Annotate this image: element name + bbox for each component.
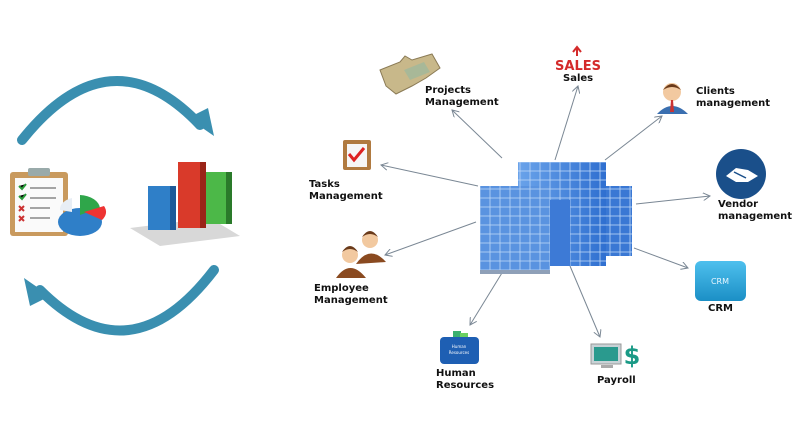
label-line: Tasks <box>309 179 340 190</box>
pie-chart-icon <box>58 195 107 236</box>
label-line: Management <box>314 295 388 306</box>
node-human-resources: Human Resources <box>436 368 494 392</box>
client-person-icon <box>657 83 688 114</box>
node-projects-management: Projects Management <box>425 85 499 109</box>
label-line: Resources <box>436 380 495 391</box>
hr-icon-text-2: Resources <box>449 350 469 355</box>
sales-icon: SALES <box>555 45 601 74</box>
label-line: Sales <box>563 73 594 84</box>
hr-icon-text-1: Human <box>452 344 467 349</box>
node-crm: CRM <box>708 303 733 315</box>
crm-icon: CRM <box>695 261 746 301</box>
node-payroll: Payroll <box>597 375 636 387</box>
label-line: Employee <box>314 283 369 294</box>
node-employee-management: Employee Management <box>314 283 388 307</box>
employees-icon <box>336 231 386 278</box>
label-line: Payroll <box>597 375 636 386</box>
arrow-vendor <box>635 196 710 205</box>
arrow-sales <box>554 86 578 161</box>
arrow-employee <box>385 221 477 255</box>
dollar-icon: $ <box>624 342 641 370</box>
arrow-hr <box>470 267 506 325</box>
arrow-payroll <box>569 265 600 337</box>
handshake-icon <box>716 149 766 199</box>
node-vendor-management: Vendor management <box>718 199 792 223</box>
connector-arrows <box>381 86 710 337</box>
label-line: Management <box>425 97 499 108</box>
bar-chart-icon <box>130 162 240 246</box>
tasks-checklist-icon <box>343 140 371 170</box>
label-line: management <box>696 98 771 109</box>
label-line: management <box>718 211 793 222</box>
cycle-arrow-bottom <box>24 265 219 336</box>
hr-folder-icon: Human Resources <box>440 331 479 364</box>
cycle-arrow-top <box>17 76 214 145</box>
building-icon <box>480 162 632 274</box>
node-sales: Sales <box>563 73 593 85</box>
sales-icon-text: SALES <box>555 59 601 74</box>
label-line: Human <box>436 368 476 379</box>
label-line: Projects <box>425 85 472 96</box>
arrow-tasks <box>381 165 479 187</box>
node-clients-management: Clients management <box>696 86 770 110</box>
arrow-crm <box>633 247 688 268</box>
label-line: Clients <box>696 86 735 97</box>
arrow-clients <box>604 116 662 161</box>
node-tasks-management: Tasks Management <box>309 179 383 203</box>
arrow-projects <box>452 110 503 159</box>
crm-icon-text: CRM <box>711 277 729 286</box>
label-line: CRM <box>708 303 733 314</box>
clipboard-icon <box>10 168 68 236</box>
label-line: Vendor <box>718 199 759 210</box>
payroll-monitor-icon: $ <box>590 342 641 370</box>
puzzle-icon <box>379 53 441 95</box>
label-line: Management <box>309 191 383 202</box>
